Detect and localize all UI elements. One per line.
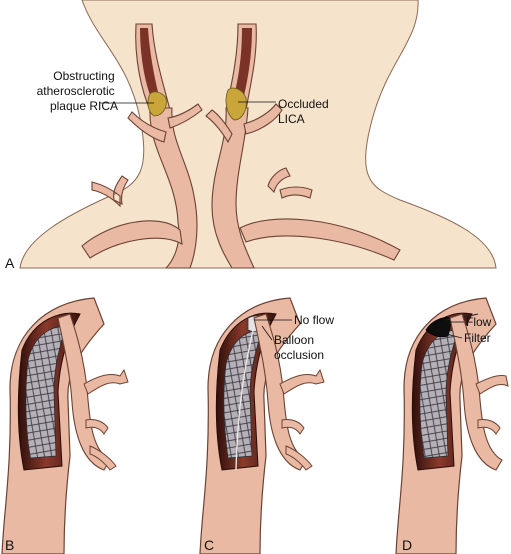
lica-label: Occluded LICA <box>278 97 332 126</box>
panel-b: B <box>1 297 129 554</box>
panel-b-external-carotid <box>57 313 111 471</box>
panel-c: No flow Balloon occlusion C <box>199 297 334 554</box>
left-external-branches <box>205 103 313 199</box>
rica-label: Obstructing atherosclerotic plaque RICA <box>37 69 118 113</box>
panel-d-filter <box>425 317 453 338</box>
panel-c-stent <box>223 329 263 459</box>
left-subclavian <box>239 218 401 261</box>
rica-lumen <box>140 28 160 100</box>
panel-d-wire <box>445 313 479 321</box>
panel-d: Flow Filter D <box>395 297 509 554</box>
balloon-occlusion-label: Balloon occlusion <box>274 333 324 362</box>
balloon-leader <box>261 325 273 341</box>
panel-a: Obstructing atherosclerotic plaque RICA … <box>5 0 497 271</box>
flow-label: Flow <box>466 315 492 329</box>
panel-b-stent <box>25 325 67 459</box>
lica-lumen <box>234 28 252 96</box>
panel-d-branches <box>475 375 509 435</box>
filter-leader <box>445 333 463 339</box>
no-flow-label: No flow <box>294 313 334 327</box>
right-subclavian <box>81 220 183 259</box>
panel-d-external-carotid <box>449 313 503 471</box>
rica-plaque <box>147 91 167 117</box>
panel-c-catheter <box>235 325 255 471</box>
panel-c-branches <box>279 368 325 471</box>
filter-label: Filter <box>464 331 491 345</box>
left-common-carotid <box>211 107 255 269</box>
panel-d-letter: D <box>402 537 412 553</box>
panel-b-branches <box>83 368 129 471</box>
panel-c-external-carotid <box>253 313 307 471</box>
panel-c-letter: C <box>204 537 214 553</box>
panel-a-letter: A <box>5 255 15 271</box>
lica-plaque <box>225 87 247 121</box>
panel-b-letter: B <box>5 537 14 553</box>
right-external-branches <box>91 103 203 208</box>
right-common-carotid <box>149 107 198 269</box>
